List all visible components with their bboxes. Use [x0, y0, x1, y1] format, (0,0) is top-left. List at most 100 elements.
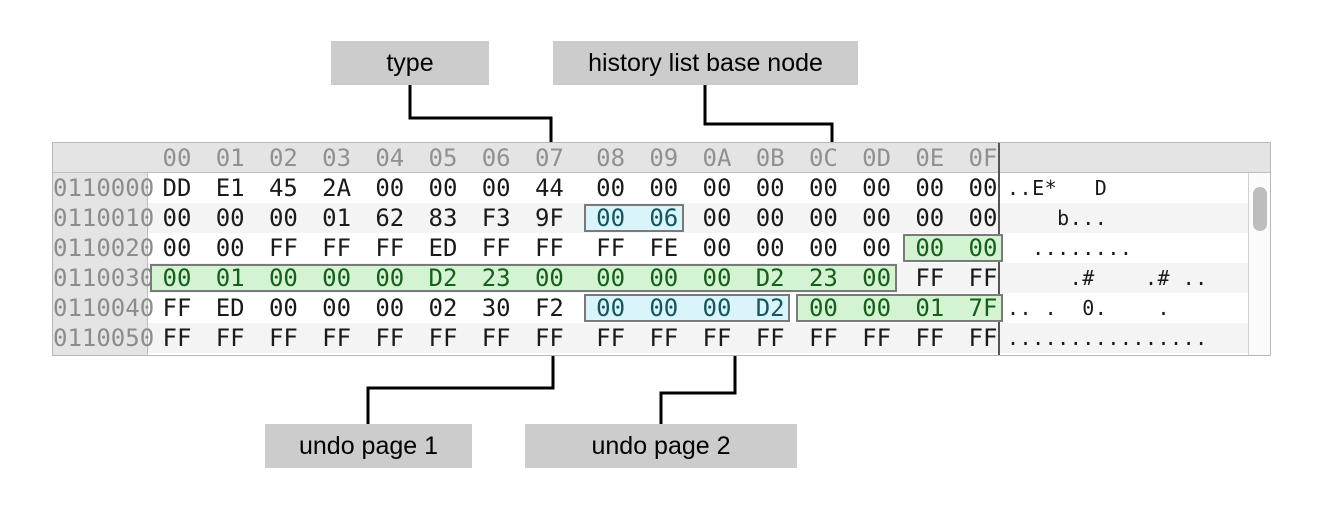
hex-byte-cell[interactable]: FF: [808, 324, 838, 352]
hex-byte-cell[interactable]: 23: [808, 264, 838, 292]
hex-byte-cell[interactable]: 00: [702, 234, 732, 262]
hex-byte-cell[interactable]: 00: [649, 264, 679, 292]
hex-byte-cell[interactable]: 06: [649, 204, 679, 232]
hex-byte-cell[interactable]: 00: [268, 294, 298, 322]
hex-byte-cell[interactable]: FF: [968, 324, 998, 352]
hex-byte-cell[interactable]: 00: [596, 264, 626, 292]
hex-byte-cell[interactable]: 00: [649, 174, 679, 202]
hex-byte-cell[interactable]: 00: [596, 294, 626, 322]
hex-byte-cell[interactable]: 00: [481, 174, 511, 202]
scrollbar-thumb[interactable]: [1253, 187, 1267, 231]
hex-byte-cell[interactable]: D2: [755, 264, 785, 292]
hex-byte-cell[interactable]: FF: [481, 324, 511, 352]
hex-byte-cell[interactable]: 00: [968, 204, 998, 232]
hex-byte-cell[interactable]: DD: [162, 174, 192, 202]
hex-byte-cell[interactable]: FF: [596, 234, 626, 262]
hex-byte-cell[interactable]: FF: [649, 324, 679, 352]
hex-byte-cell[interactable]: 00: [915, 174, 945, 202]
hex-byte-cell[interactable]: 9F: [534, 204, 564, 232]
hex-byte-cell[interactable]: FF: [755, 324, 785, 352]
hex-byte-cell[interactable]: 2A: [322, 174, 352, 202]
hex-byte-cell[interactable]: 00: [268, 204, 298, 232]
hex-byte-cell[interactable]: 00: [862, 294, 892, 322]
hex-byte-cell[interactable]: FF: [375, 234, 405, 262]
hex-byte-cell[interactable]: FF: [596, 324, 626, 352]
hex-byte-cell[interactable]: 00: [375, 264, 405, 292]
hex-byte-cell[interactable]: 00: [755, 174, 785, 202]
hex-byte-cell[interactable]: 00: [215, 234, 245, 262]
hex-byte-cell[interactable]: 00: [968, 234, 998, 262]
hex-byte-cell[interactable]: FF: [162, 324, 192, 352]
hex-byte-cell[interactable]: 00: [862, 204, 892, 232]
hex-byte-cell[interactable]: 00: [968, 174, 998, 202]
hex-byte-cell[interactable]: 00: [808, 174, 838, 202]
hex-byte-cell[interactable]: 7F: [968, 294, 998, 322]
hex-byte-cell[interactable]: FF: [215, 324, 245, 352]
hex-byte-cell[interactable]: FF: [268, 234, 298, 262]
hex-byte-cell[interactable]: FF: [481, 234, 511, 262]
hex-byte-cell[interactable]: 00: [702, 294, 732, 322]
hex-byte-cell[interactable]: 45: [268, 174, 298, 202]
hex-byte-cell[interactable]: 00: [755, 204, 785, 232]
hex-byte-cell[interactable]: 00: [375, 294, 405, 322]
hex-byte-cell[interactable]: 00: [702, 204, 732, 232]
hex-byte-cell[interactable]: 00: [268, 264, 298, 292]
hex-byte-cell[interactable]: 00: [915, 234, 945, 262]
hex-byte-cell[interactable]: 00: [162, 264, 192, 292]
hex-byte-cell[interactable]: F2: [534, 294, 564, 322]
hex-byte-cell[interactable]: 00: [808, 204, 838, 232]
hex-byte-cell[interactable]: 00: [215, 204, 245, 232]
hex-byte-cell[interactable]: 00: [322, 294, 352, 322]
hex-byte-cell[interactable]: 00: [596, 204, 626, 232]
hex-byte-cell[interactable]: 01: [915, 294, 945, 322]
hex-byte-cell[interactable]: FF: [534, 234, 564, 262]
hex-byte-cell[interactable]: 02: [428, 294, 458, 322]
hex-byte-cell[interactable]: D2: [755, 294, 785, 322]
hex-byte-cell[interactable]: 00: [808, 234, 838, 262]
hex-byte-cell[interactable]: 00: [162, 204, 192, 232]
highlight-undo-page-2[interactable]: [796, 294, 1004, 322]
hex-byte-cell[interactable]: 83: [428, 204, 458, 232]
hex-byte-cell[interactable]: FF: [428, 324, 458, 352]
hex-byte-cell[interactable]: 00: [862, 174, 892, 202]
hex-byte-cell[interactable]: 00: [862, 234, 892, 262]
hex-byte-cell[interactable]: F3: [481, 204, 511, 232]
hex-byte-cell[interactable]: 62: [375, 204, 405, 232]
hex-byte-cell[interactable]: 00: [375, 174, 405, 202]
hex-byte-cell[interactable]: 01: [322, 204, 352, 232]
hex-byte-cell[interactable]: 30: [481, 294, 511, 322]
hex-byte-cell[interactable]: FF: [322, 324, 352, 352]
hex-byte-cell[interactable]: 00: [702, 174, 732, 202]
hex-byte-cell[interactable]: FF: [702, 324, 732, 352]
hex-byte-cell[interactable]: D2: [428, 264, 458, 292]
hex-byte-cell[interactable]: 00: [649, 294, 679, 322]
highlight-history-node-record[interactable]: [150, 264, 897, 292]
hex-byte-cell[interactable]: 00: [428, 174, 458, 202]
hex-byte-cell[interactable]: FF: [915, 264, 945, 292]
hex-byte-cell[interactable]: 00: [534, 264, 564, 292]
vertical-scrollbar[interactable]: [1248, 173, 1270, 355]
hex-byte-cell[interactable]: FF: [862, 324, 892, 352]
hex-byte-cell[interactable]: E1: [215, 174, 245, 202]
hex-byte-cell[interactable]: FF: [322, 234, 352, 262]
hex-byte-cell[interactable]: 00: [162, 234, 192, 262]
hex-byte-cell[interactable]: 01: [215, 264, 245, 292]
hex-byte-cell[interactable]: 00: [755, 234, 785, 262]
hex-byte-cell[interactable]: 00: [808, 294, 838, 322]
highlight-undo-page-1[interactable]: [583, 294, 791, 322]
hex-byte-cell[interactable]: 00: [322, 264, 352, 292]
hex-byte-cell[interactable]: 00: [596, 174, 626, 202]
hex-byte-cell[interactable]: FF: [968, 264, 998, 292]
hex-byte-cell[interactable]: 23: [481, 264, 511, 292]
highlight-type-field[interactable]: [583, 204, 684, 232]
hex-byte-cell[interactable]: FF: [162, 294, 192, 322]
hex-byte-cell[interactable]: FF: [268, 324, 298, 352]
hex-byte-cell[interactable]: FF: [915, 324, 945, 352]
hex-byte-cell[interactable]: 00: [702, 264, 732, 292]
hex-byte-cell[interactable]: FF: [534, 324, 564, 352]
hex-byte-cell[interactable]: FE: [649, 234, 679, 262]
hex-byte-cell[interactable]: FF: [375, 324, 405, 352]
hex-byte-cell[interactable]: 44: [534, 174, 564, 202]
hex-byte-cell[interactable]: 00: [862, 264, 892, 292]
